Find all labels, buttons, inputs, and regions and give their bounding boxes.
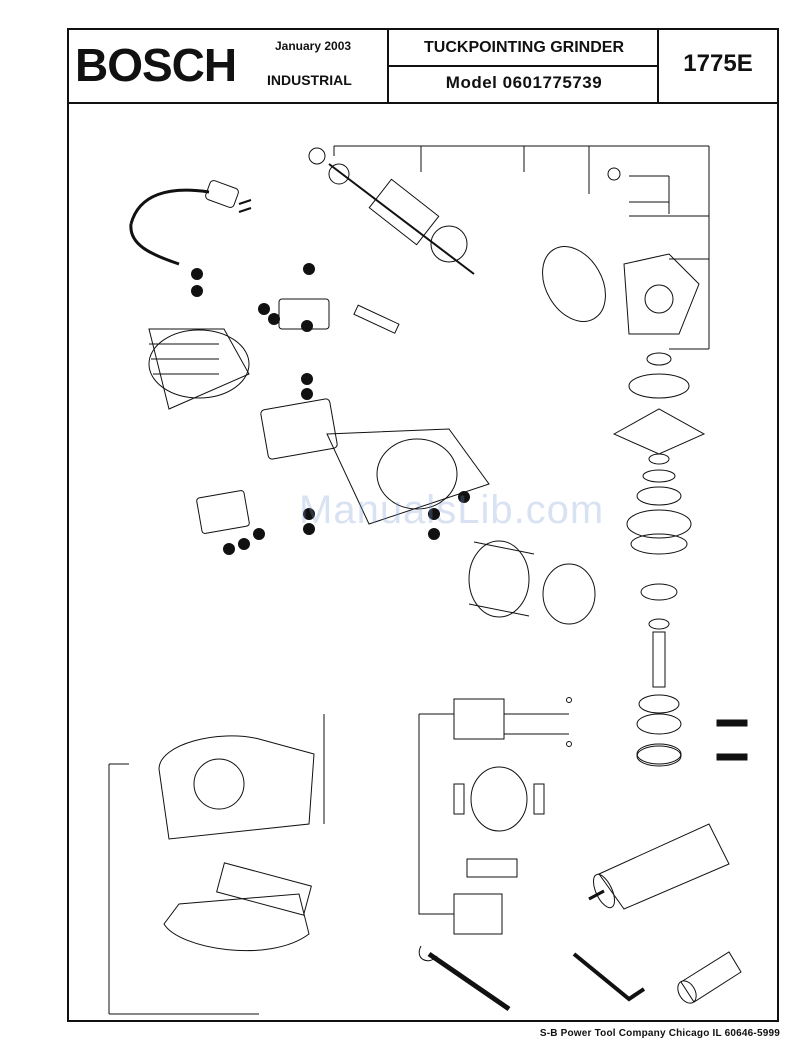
callout-markers [191, 263, 470, 555]
switch-assembly [196, 298, 400, 534]
flange-set [636, 713, 748, 767]
power-cord [129, 180, 252, 266]
tools-accessories [418, 945, 742, 1012]
brand-cell: BOSCH January 2003 INDUSTRIAL [69, 30, 389, 102]
bosch-logo: BOSCH [75, 39, 237, 91]
side-handle [588, 823, 730, 910]
publisher-footer: S-B Power Tool Company Chicago IL 60646-… [539, 1028, 780, 1039]
exploded-view-drawing [108, 145, 748, 1015]
gear-housing [542, 167, 700, 335]
title-divider [389, 65, 659, 67]
wheel-guard [108, 714, 325, 1015]
wiring-diagram [418, 697, 572, 935]
leader-right-bracket [629, 175, 710, 350]
motor-housing [148, 328, 250, 410]
division-label: INDUSTRIAL [267, 72, 352, 88]
field-stator [326, 428, 596, 625]
parts-sheet: BOSCH January 2003 INDUSTRIAL TUCKPOINTI… [67, 28, 779, 1022]
title-cell: TUCKPOINTING GRINDER Model 0601775739 [389, 30, 659, 102]
leader-top-bracket [333, 145, 710, 244]
model-number: Model 0601775739 [445, 73, 603, 92]
spindle-stack [612, 352, 706, 765]
armature [308, 147, 475, 275]
issue-date: January 2003 [275, 39, 352, 53]
title-block: BOSCH January 2003 INDUSTRIAL TUCKPOINTI… [69, 30, 777, 104]
part-number-cell: 1775E [659, 30, 777, 102]
tool-title: TUCKPOINTING GRINDER [424, 39, 624, 56]
tool-number: 1775E [683, 50, 753, 77]
